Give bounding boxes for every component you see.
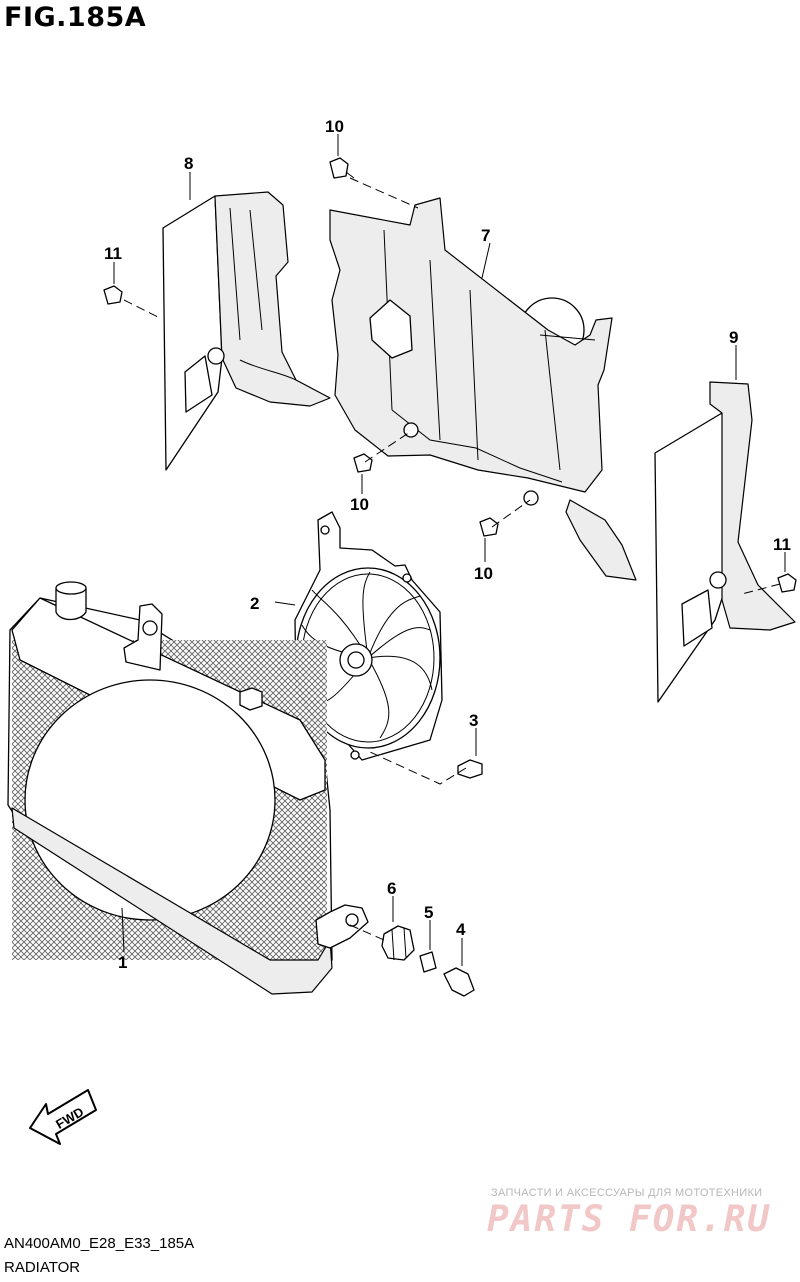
bolt-part-3 <box>457 759 483 779</box>
collar-part-5 <box>419 951 437 973</box>
grommet-part-6 <box>381 925 415 961</box>
diagram-name: RADIATOR <box>4 1259 81 1276</box>
bolt-part-4 <box>443 967 475 997</box>
callout-7: 7 <box>481 226 490 245</box>
figure-title: FIG.185A <box>4 2 147 33</box>
callout-9: 9 <box>729 328 738 347</box>
watermark-subtitle: ЗАПЧАСТИ И АКСЕССУАРЫ ДЛЯ МОТОТЕХНИКИ <box>491 1187 763 1199</box>
bolt-part-10-right <box>479 517 499 537</box>
callout-1: 1 <box>118 953 127 972</box>
center-shroud-part-7 <box>329 197 637 581</box>
callout-8: 8 <box>184 154 193 173</box>
callout-5: 5 <box>424 903 433 922</box>
callout-3: 3 <box>469 711 478 730</box>
bolt-part-10-left <box>353 453 373 473</box>
bolt-part-11-left <box>103 285 123 305</box>
callout-11-left: 11 <box>104 244 122 263</box>
radiator-part-1 <box>7 581 369 995</box>
callout-11-right: 11 <box>773 535 791 554</box>
diagram-code: AN400AM0_E28_E33_185A <box>4 1235 195 1252</box>
callout-2: 2 <box>250 594 259 613</box>
bolt-part-10-top <box>329 157 355 179</box>
forward-arrow-icon: FWD <box>29 1089 97 1145</box>
callout-10-top: 10 <box>325 117 344 136</box>
right-shroud-part-9 <box>654 381 796 703</box>
bolt-part-11-right <box>777 573 797 593</box>
callout-10-right: 10 <box>474 564 493 583</box>
callout-4: 4 <box>456 920 466 939</box>
left-shroud-part-8 <box>162 191 331 471</box>
watermark-logo: PARTS FOR.RU <box>487 1199 772 1240</box>
callout-6: 6 <box>387 879 396 898</box>
callout-10-left: 10 <box>350 495 369 514</box>
